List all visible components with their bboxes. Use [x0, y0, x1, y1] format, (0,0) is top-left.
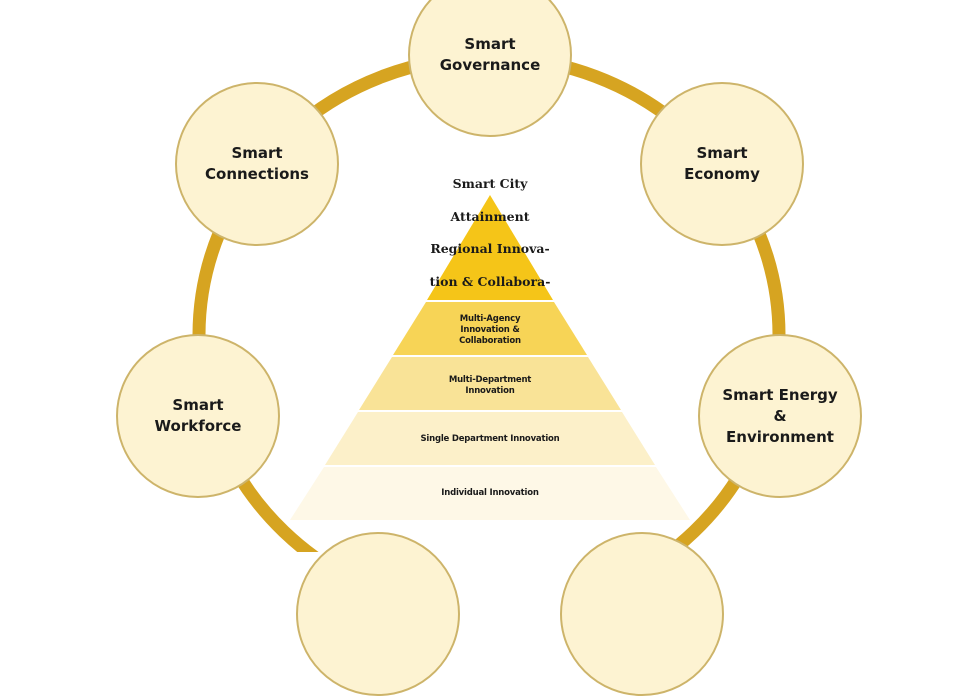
- node-smart-energy-environment: Smart Energy & Environment: [698, 334, 862, 498]
- pyramid-top-line-1: Smart City: [452, 176, 528, 191]
- pyramid-top-line-2: Attainment: [450, 209, 530, 224]
- pyramid-level-multi-agency: [393, 302, 587, 355]
- node-smart-connections: Smart Connections: [175, 82, 339, 246]
- node-smart-economy: Smart Economy: [640, 82, 804, 246]
- node-bottom-right: [560, 532, 724, 696]
- level-multi-agency-label: Multi-Agency Innovation & Collaboration: [459, 314, 521, 346]
- pyramid-level-multi-department: [359, 357, 621, 410]
- pyramid-top-line-4: tion & Collabora-: [429, 274, 551, 289]
- pyramid-level-individual: [290, 467, 690, 520]
- node-smart-workforce: Smart Workforce: [116, 334, 280, 498]
- level-single-department-label: Single Department Innovation: [420, 434, 560, 444]
- level-multi-department-label: Multi-Department Innovation: [448, 375, 532, 396]
- pyramid-level-single-department: [325, 412, 655, 465]
- pyramid-level-top: [427, 195, 553, 300]
- level-individual-label: Individual Innovation: [441, 488, 539, 498]
- pyramid-top-line-3: Regional Innova-: [430, 241, 550, 256]
- node-bottom-left: [296, 532, 460, 696]
- node-smart-governance: Smart Governance: [408, 0, 572, 137]
- pyramid: [290, 195, 690, 520]
